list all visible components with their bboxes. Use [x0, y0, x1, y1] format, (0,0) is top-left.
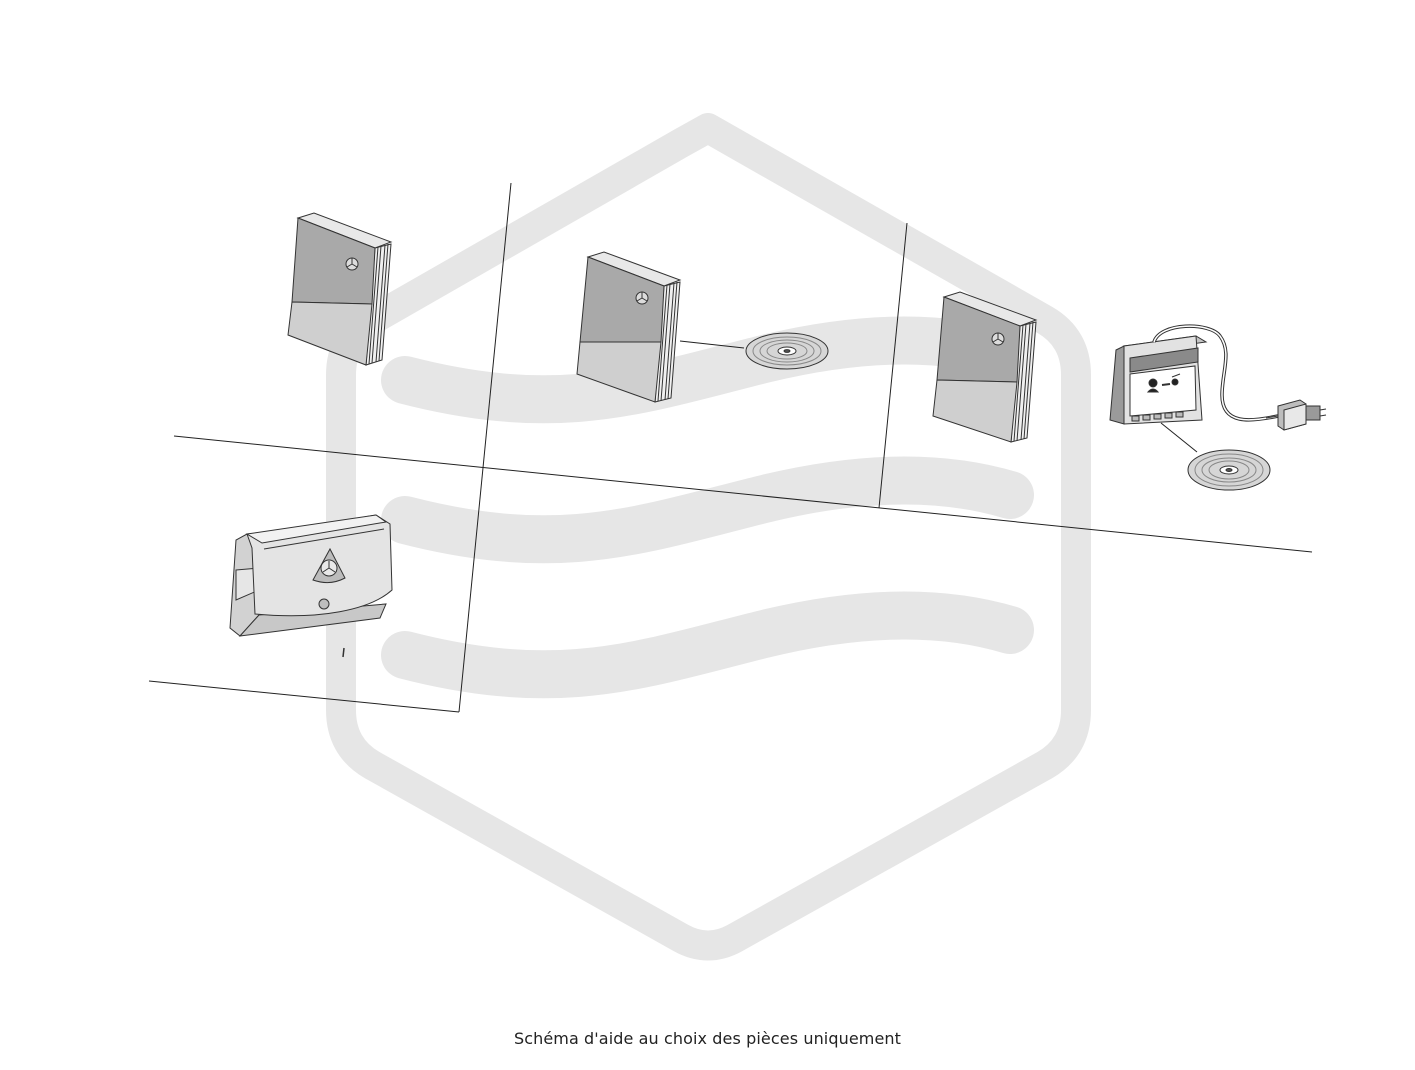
- hexagon-wave-logo-icon: [326, 113, 1091, 961]
- owner-manual-book-icon: [932, 291, 1038, 443]
- separator-lines: [148, 182, 1313, 713]
- connector-line: [679, 340, 745, 349]
- diagram-caption: Schéma d'aide au choix des pièces unique…: [513, 1029, 902, 1048]
- owner-manual-book-icon: [576, 251, 682, 403]
- owner-manual-book-icon: [287, 212, 393, 366]
- navigation-screen-device-icon: [1109, 335, 1208, 425]
- cd-disc-icon: [1187, 449, 1271, 491]
- connector-line: [1160, 422, 1198, 453]
- cd-disc-icon: [745, 332, 829, 370]
- document-wallet-icon: [229, 514, 393, 658]
- power-plug-icon: [1265, 399, 1327, 431]
